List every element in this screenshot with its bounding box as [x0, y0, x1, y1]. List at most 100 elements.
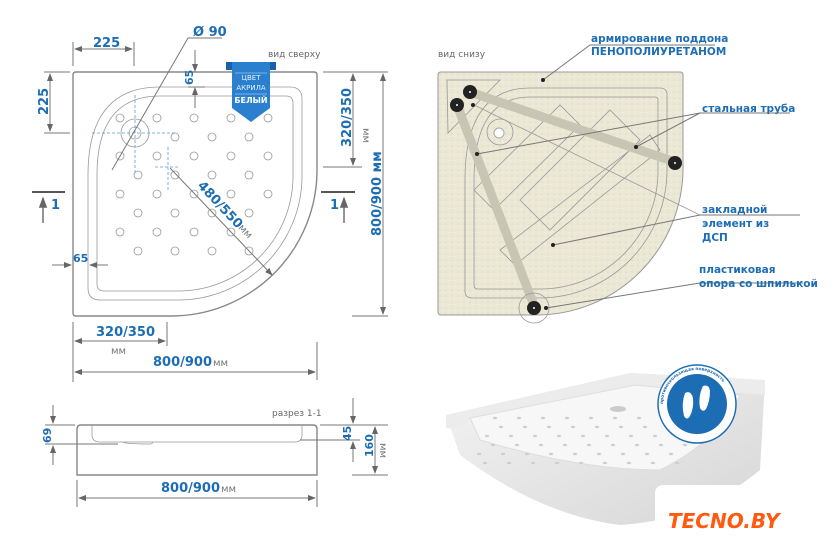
photo-dot	[562, 443, 568, 447]
section-mark-left: 1	[32, 191, 65, 223]
anti-slip-dot	[170, 132, 180, 142]
photo-dot	[650, 461, 656, 465]
dim-width-unit: мм	[213, 358, 228, 369]
photo-dot	[612, 416, 618, 420]
anti-slip-dot	[207, 132, 217, 142]
section-caption: разрез 1-1	[272, 409, 322, 419]
anti-slip-dot	[115, 227, 125, 237]
label-steel-pipe: стальная труба	[702, 103, 795, 115]
photo-dot	[682, 443, 688, 447]
photo-dot	[636, 416, 642, 420]
tray-rim-outer	[87, 86, 303, 301]
svg-text:1: 1	[51, 198, 60, 213]
anti-slip-dot	[244, 132, 254, 142]
anti-slip-dot	[263, 113, 273, 123]
anti-slip-dot	[189, 227, 199, 237]
anti-slip-dot	[244, 170, 254, 180]
svg-text:1: 1	[330, 198, 339, 213]
tray-rim-inner	[96, 95, 294, 292]
badge-line3: БЕЛЫЙ	[234, 94, 267, 105]
anti-slip-dot	[207, 246, 217, 256]
photo-dot	[564, 416, 570, 420]
label-support-1: пластиковая	[699, 264, 776, 276]
photo-dot	[532, 434, 538, 438]
photo-dot	[658, 443, 664, 447]
anti-slip-dot	[189, 189, 199, 199]
bottom-view-caption: вид снизу	[438, 50, 486, 60]
photo-dot	[668, 452, 674, 456]
photo-dot	[604, 434, 610, 438]
anti-slip-dot	[244, 208, 254, 218]
leader-lines	[476, 44, 803, 309]
dim-bottom-320-350: 320/350	[96, 325, 155, 340]
photo-dot	[522, 425, 528, 429]
photo-dot	[570, 425, 576, 429]
photo-dot	[492, 416, 498, 420]
anti-slip-dot	[152, 227, 162, 237]
label-support-2: опора со шпилькой	[699, 278, 818, 290]
photo-dot	[490, 443, 496, 447]
top-view-caption: вид сверху	[268, 50, 321, 60]
photo-dot	[642, 425, 648, 429]
anti-slip-dot	[133, 170, 143, 180]
section-outline	[76, 424, 318, 476]
anti-slip-badge: противоскользящая поверхность	[657, 364, 737, 444]
dim-width-total: 800/900	[153, 355, 212, 370]
dim-side-65: 65	[73, 252, 88, 265]
dim-69: 69	[41, 428, 54, 443]
photo-dot	[498, 425, 504, 429]
dim-160: 160	[363, 434, 376, 457]
photo-dot	[618, 425, 624, 429]
photo-dot	[596, 452, 602, 456]
anti-slip-dot	[226, 113, 236, 123]
color-badge: ЦВЕТ АКРИЛА БЕЛЫЙ	[226, 62, 276, 122]
dim-bottom-320-unit: мм	[111, 346, 126, 357]
anti-slip-dots	[115, 113, 273, 256]
photo-dot	[538, 443, 544, 447]
center-lines	[92, 95, 180, 192]
photo-dot	[578, 461, 584, 465]
anti-slip-dot	[226, 151, 236, 161]
photo-dot	[476, 452, 482, 456]
photo-dot	[484, 434, 490, 438]
anti-slip-dot	[152, 189, 162, 199]
anti-slip-dot	[133, 246, 143, 256]
label-insert-1: закладной	[702, 204, 767, 216]
photo-dot	[516, 416, 522, 420]
photo-dot	[652, 434, 658, 438]
label-insert-3: ДСП	[702, 232, 728, 244]
photo-dot	[508, 434, 514, 438]
anti-slip-dot	[263, 189, 273, 199]
photo-dot	[540, 416, 546, 420]
top-view: вид сверху Ø 90 225 225 65 ЦВЕТ АКРИЛА Б…	[32, 25, 388, 382]
anti-slip-dot	[115, 113, 125, 123]
photo-dot	[674, 461, 680, 465]
photo-dot	[500, 452, 506, 456]
photo-dot	[602, 461, 608, 465]
label-foam-1: армирование поддона	[591, 33, 728, 45]
photo-dot	[628, 434, 634, 438]
photo-dot	[556, 434, 562, 438]
photo-dot	[644, 452, 650, 456]
anti-slip-dot	[170, 170, 180, 180]
anti-slip-dot	[152, 113, 162, 123]
dim-45: 45	[341, 426, 354, 441]
anti-slip-dot	[189, 113, 199, 123]
section-view: разрез 1-1 69 45 160 мм 800/900 мм	[41, 398, 388, 507]
photo-dot	[530, 461, 536, 465]
anti-slip-dot	[133, 208, 143, 218]
anti-slip-dot	[115, 189, 125, 199]
label-foam-2: ПЕНОПОЛИУРЕТАНОМ	[591, 46, 726, 58]
anti-slip-dot	[263, 151, 273, 161]
photo-dot	[610, 443, 616, 447]
dim-left-225: 225	[37, 88, 52, 115]
photo-dot	[580, 434, 586, 438]
anti-slip-dot	[170, 246, 180, 256]
photo-dot	[506, 461, 512, 465]
photo-dot	[514, 443, 520, 447]
anti-slip-dot	[226, 189, 236, 199]
photo-dot	[524, 452, 530, 456]
section-dim-unit: мм	[221, 484, 236, 495]
tecno-logo: TECNO.BY	[668, 509, 782, 533]
